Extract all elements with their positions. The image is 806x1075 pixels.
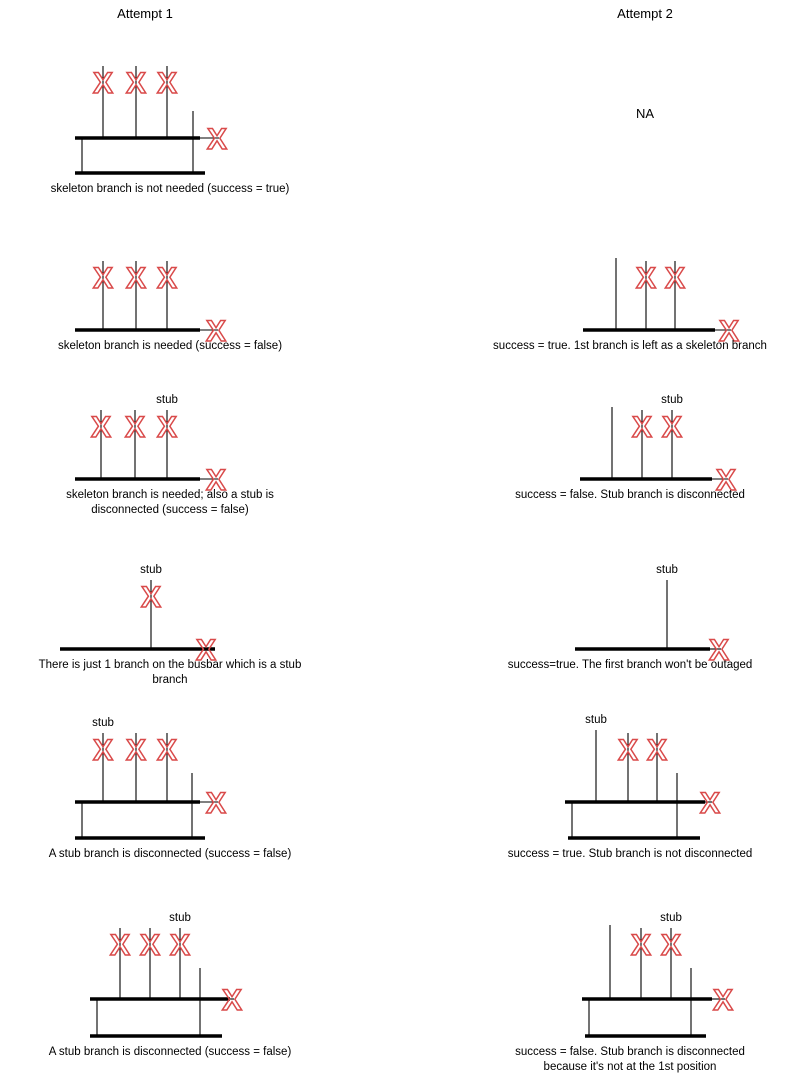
branch-outage-x-icon-1: X (91, 411, 111, 444)
caption-line-1: There is just 1 branch on the busbar whi… (38, 659, 302, 671)
caption-line-1: A stub branch is disconnected (success =… (48, 1046, 292, 1058)
branch-outage-x-icon-3: X (661, 929, 681, 962)
attempt-1-row-5-caption: A stub branch is disconnected (success =… (5, 847, 335, 862)
attempt-1-row-3-caption: skeleton branch is needed; also a stub i… (5, 488, 335, 518)
attempt-2-row-6-caption: success = false. Stub branch is disconne… (460, 1045, 800, 1075)
stub-label-3: stub (169, 912, 191, 924)
bus-coupler-outage-x-icon: X (196, 634, 216, 667)
branch-outage-x-icon-1: X (141, 581, 161, 614)
branch-outage-x-icon-3: X (157, 67, 177, 100)
branch-outage-x-icon-1: X (93, 262, 113, 295)
branch-outage-x-icon-3: X (665, 262, 685, 295)
stub-label-3: stub (156, 394, 178, 406)
branch-outage-x-icon-2: X (631, 929, 651, 962)
bus-coupler-outage-x-icon: X (206, 464, 226, 497)
caption-line-2: branch (152, 674, 188, 686)
branch-outage-x-icon-2: X (126, 734, 146, 767)
bus-coupler-outage-x-icon: X (713, 984, 733, 1017)
bus-coupler-outage-x-icon: X (716, 464, 736, 497)
branch-outage-x-icon-2: X (636, 262, 656, 295)
attempt-1-row-6-caption: A stub branch is disconnected (success =… (5, 1045, 335, 1060)
branch-outage-x-icon-1: X (110, 929, 130, 962)
bus-coupler-outage-x-icon: X (709, 634, 729, 667)
column-header-attempt-2: Attempt 2 (617, 6, 673, 21)
stub-label-3: stub (660, 912, 682, 924)
caption-line-1: success=true. The first branch won't be … (507, 659, 753, 671)
caption-line-1: skeleton branch is needed (success = fal… (57, 340, 283, 352)
attempt-2-row-5-caption: success = true. Stub branch is not disco… (460, 847, 800, 862)
branch-outage-x-icon-1: X (93, 734, 113, 767)
attempt-2-row-3-caption: success = false. Stub branch is disconne… (460, 488, 800, 503)
stub-label-1: stub (92, 717, 114, 729)
bus-coupler-outage-x-icon: X (206, 315, 226, 348)
caption-line-1: success = true. 1st branch is left as a … (493, 340, 767, 352)
caption-line-1: success = false. Stub branch is disconne… (515, 1046, 745, 1058)
caption-line-1: success = false. Stub branch is disconne… (515, 489, 745, 501)
bus-coupler-outage-x-icon: X (719, 315, 739, 348)
caption-line-1: skeleton branch is not needed (success =… (50, 183, 290, 195)
branch-outage-x-icon-2: X (618, 734, 638, 767)
column-header-attempt-1: Attempt 1 (117, 6, 173, 21)
branch-outage-x-icon-2: X (632, 411, 652, 444)
branch-outage-x-icon-3: X (647, 734, 667, 767)
branch-outage-x-icon-2: X (125, 411, 145, 444)
branch-outage-x-icon-2: X (140, 929, 160, 962)
bus-coupler-outage-x-icon: X (207, 123, 227, 156)
attempt-2-row-4-caption: success=true. The first branch won't be … (460, 658, 800, 673)
caption-line-1: skeleton branch is needed; also a stub i… (66, 489, 274, 501)
attempt-2-row-2-caption: success = true. 1st branch is left as a … (460, 339, 800, 354)
attempt-1-row-4-caption: There is just 1 branch on the busbar whi… (5, 658, 335, 688)
attempt-2-row-1-na-text: NA (635, 106, 655, 121)
attempt-1-row-2-caption: skeleton branch is needed (success = fal… (5, 339, 335, 354)
branch-outage-x-icon-1: X (93, 67, 113, 100)
branch-outage-x-icon-3: X (157, 734, 177, 767)
caption-line-1: success = true. Stub branch is not disco… (507, 848, 753, 860)
attempt-1-row-1-caption: skeleton branch is not needed (success =… (5, 182, 335, 197)
branch-outage-x-icon-2: X (126, 67, 146, 100)
caption-line-2: disconnected (success = false) (91, 504, 249, 516)
branch-outage-x-icon-2: X (126, 262, 146, 295)
caption-line-1: A stub branch is disconnected (success =… (48, 848, 292, 860)
stub-label-3: stub (661, 394, 683, 406)
branch-outage-x-icon-3: X (157, 411, 177, 444)
bus-coupler-outage-x-icon: X (700, 787, 720, 820)
branch-outage-x-icon-3: X (170, 929, 190, 962)
stub-label-1: stub (140, 564, 162, 576)
branch-outage-x-icon-3: X (157, 262, 177, 295)
caption-line-2: because it's not at the 1st position (543, 1061, 717, 1073)
branch-outage-x-icon-3: X (662, 411, 682, 444)
stub-label-1: stub (656, 564, 678, 576)
bus-coupler-outage-x-icon: X (206, 787, 226, 820)
bus-coupler-outage-x-icon: X (222, 984, 242, 1017)
stub-label-1: stub (585, 714, 607, 726)
